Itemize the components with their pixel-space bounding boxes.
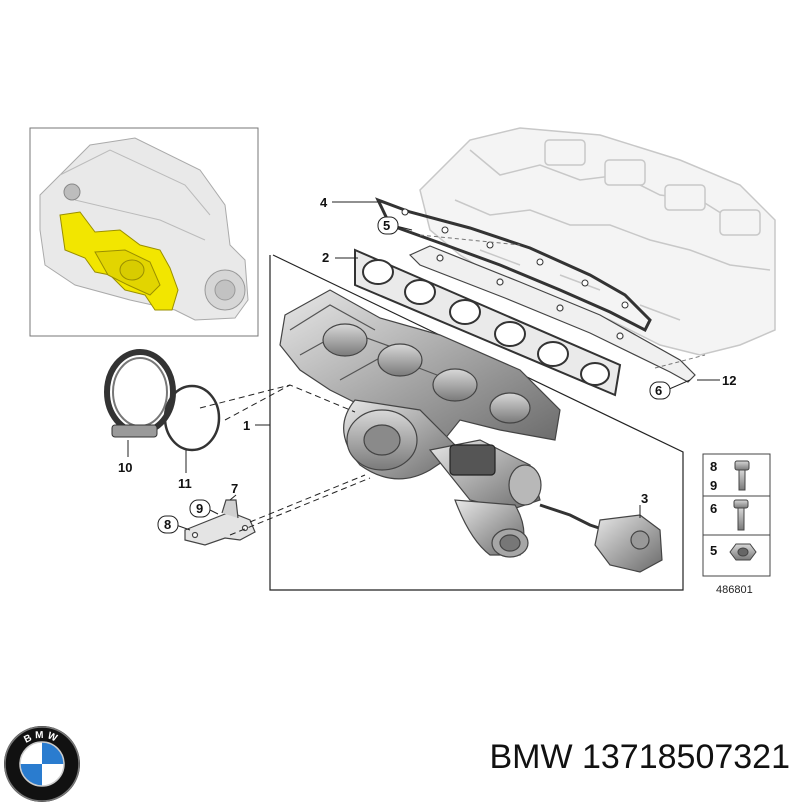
seal-ring-part-11 — [163, 384, 221, 452]
callout-circles — [157, 216, 671, 534]
actuator-part-3 — [539, 503, 663, 573]
inset-engine — [39, 137, 249, 321]
bolt-icon — [734, 460, 750, 491]
fastener-legend: 8 9 6 5 — [702, 453, 771, 577]
heat-shield-part-12 — [408, 245, 696, 383]
legend-8: 8 — [710, 459, 717, 474]
bmw-logo-icon: BMW — [4, 726, 80, 802]
legend-9: 9 — [710, 478, 717, 493]
v-band-clamp-part-10 — [104, 349, 176, 438]
callout-3: 3 — [641, 491, 648, 506]
callout-8: 8 — [164, 517, 171, 532]
callout-5: 5 — [383, 218, 390, 233]
bracket-part-7 — [184, 499, 256, 546]
bmw-logo-text: BMW — [22, 730, 58, 746]
svg-text:BMW: BMW — [22, 730, 61, 746]
brand-name: BMW — [489, 738, 573, 776]
bolt-icon — [733, 499, 749, 531]
callout-11: 11 — [178, 476, 192, 491]
leader-lines — [127, 201, 720, 536]
callout-7: 7 — [231, 481, 238, 496]
callout-12: 12 — [722, 373, 736, 388]
gasket-4-holes — [401, 208, 629, 309]
nut-icon — [729, 543, 757, 561]
callout-10: 10 — [118, 460, 132, 475]
callout-6: 6 — [655, 383, 662, 398]
legend-5: 5 — [710, 543, 717, 558]
callout-1: 1 — [243, 418, 250, 433]
diagram-reference-number: 486801 — [716, 584, 753, 596]
legend-6: 6 — [710, 501, 717, 516]
callout-4: 4 — [320, 195, 328, 210]
assembly-box — [269, 254, 684, 591]
turbocharger-part-1 — [279, 289, 561, 558]
callout-9: 9 — [196, 501, 203, 516]
brand-part-label: BMW 13718507321 — [380, 738, 790, 777]
cylinder-head-ghost — [419, 127, 776, 356]
gasket-part-4 — [375, 197, 652, 333]
gasket-part-2 — [354, 248, 622, 397]
callout-2: 2 — [322, 250, 329, 265]
highlighted-turbo-manifold — [59, 211, 179, 311]
part-number: 13718507321 — [581, 738, 790, 776]
